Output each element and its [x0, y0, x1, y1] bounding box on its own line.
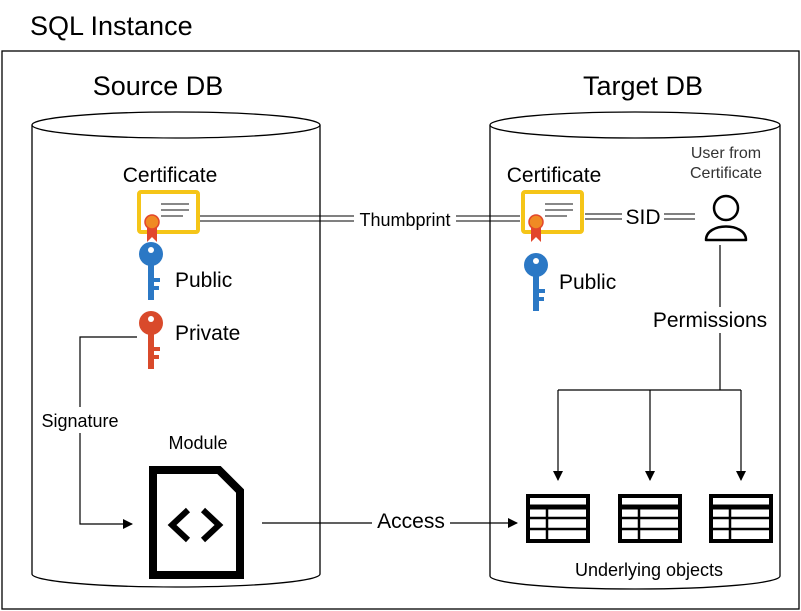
user-label-line1: User from	[691, 145, 761, 162]
signature-label: Signature	[41, 411, 118, 431]
target-public-key-icon	[524, 253, 548, 311]
thumbprint-label-bg	[354, 206, 456, 232]
sid-label: SID	[625, 206, 660, 229]
source-certificate-label: Certificate	[123, 164, 218, 187]
instance-frame	[1, 50, 800, 610]
table-icon	[709, 494, 773, 543]
permissions-label: Permissions	[653, 309, 767, 332]
source-private-label: Private	[175, 322, 240, 345]
instance-title: SQL Instance	[30, 11, 193, 41]
target-db-title: Target DB	[583, 71, 703, 101]
module-file-icon	[149, 466, 244, 579]
target-public-label: Public	[559, 271, 616, 294]
access-label-bg	[372, 510, 450, 536]
signature-label-bg	[34, 407, 126, 433]
source-certificate-icon	[137, 190, 200, 242]
source-db-title: Source DB	[93, 71, 224, 101]
source-public-label: Public	[175, 269, 232, 292]
table-icon	[526, 494, 590, 543]
source-public-key-icon	[139, 242, 163, 300]
target-certificate-label: Certificate	[507, 164, 602, 187]
access-label: Access	[377, 510, 445, 533]
permissions-label-bg	[645, 307, 775, 333]
module-label: Module	[168, 433, 227, 453]
sid-label-bg	[622, 204, 664, 230]
user-icon	[704, 194, 748, 242]
target-certificate-icon	[521, 190, 584, 242]
thumbprint-label: Thumbprint	[359, 210, 450, 230]
underlying-objects-label: Underlying objects	[575, 560, 723, 580]
table-icon	[618, 494, 682, 543]
private-key-icon	[139, 311, 163, 369]
source-db-cylinder	[31, 111, 321, 588]
user-label-line2: Certificate	[690, 165, 762, 182]
